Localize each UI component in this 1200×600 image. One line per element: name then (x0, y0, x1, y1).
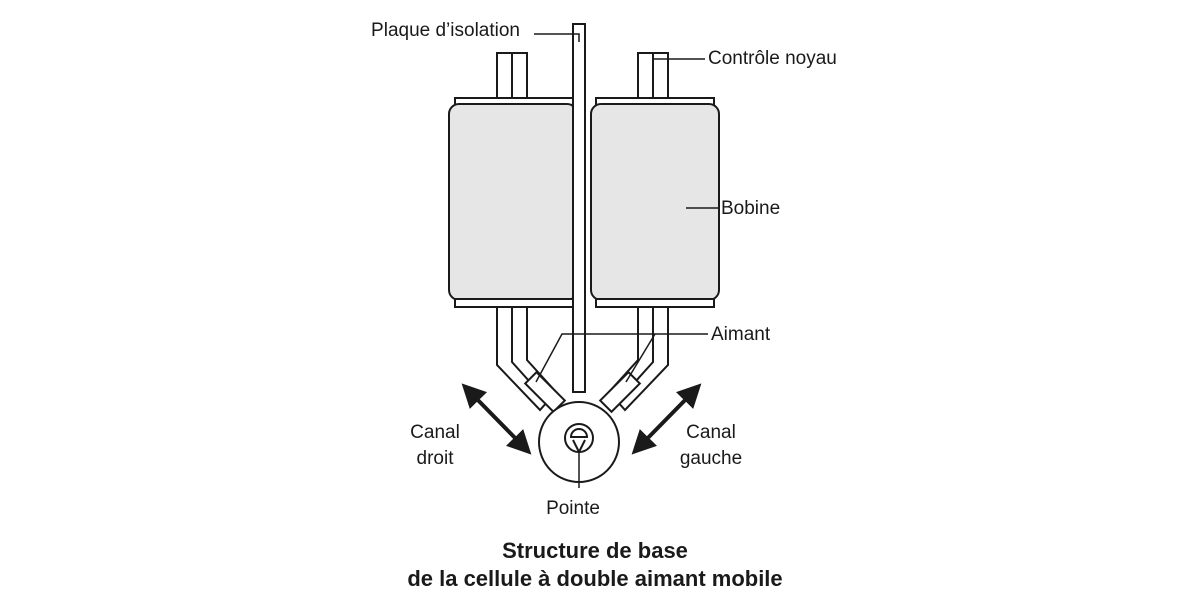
label-bobine: Bobine (721, 198, 780, 219)
label-canal-droit-line2: droit (417, 448, 455, 469)
caption-line1: Structure de base (502, 538, 688, 563)
left-coil (448, 103, 578, 301)
left-coil-assembly (448, 52, 578, 414)
arrow-canal-gauche (631, 383, 702, 455)
caption-line2: de la cellule à double aimant mobile (407, 566, 782, 591)
left-coil-cap-bottom (454, 298, 574, 308)
insulation-plate (572, 23, 586, 393)
label-canal-gauche-line2: gauche (680, 448, 742, 469)
label-plaque-isolation: Plaque d’isolation (371, 20, 520, 41)
leader-plaque (534, 33, 580, 42)
label-aimant: Aimant (711, 324, 771, 345)
right-coil-assembly (590, 52, 720, 414)
arrow-canal-droit (461, 383, 532, 455)
right-magnet (598, 370, 642, 414)
stylus-assembly (538, 401, 620, 488)
leader-aimant (535, 333, 708, 383)
label-controle-noyau: Contrôle noyau (708, 48, 837, 69)
right-coil (590, 103, 720, 301)
label-canal-droit-line1: Canal (410, 422, 460, 443)
label-canal-gauche-line1: Canal (686, 422, 736, 443)
stylus-tip (569, 428, 589, 438)
right-coil-cap-bottom (595, 298, 715, 308)
label-pointe: Pointe (546, 498, 600, 519)
